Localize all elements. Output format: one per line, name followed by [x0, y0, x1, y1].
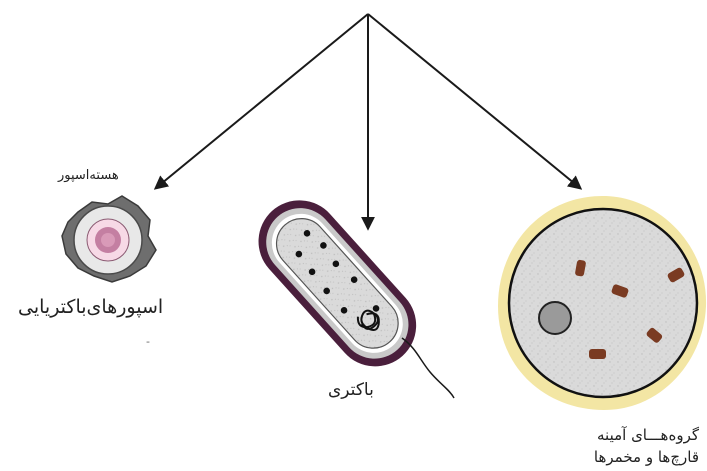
groups-label-line2: قارچ‌ها و مخمرها [594, 448, 699, 466]
bacterial-spore-illustration [62, 196, 156, 282]
arrows [156, 14, 580, 228]
groups-label-line1: گروه‌هـــای آمینه [597, 426, 699, 444]
bacteria-label: باکتری [328, 380, 374, 400]
cell-body [509, 209, 697, 397]
bacterium-illustration [242, 183, 433, 383]
arrow-to-spores [156, 14, 368, 188]
cell-nucleus [539, 302, 571, 334]
fungal-cell-illustration [498, 196, 706, 410]
dash-mark: - [146, 335, 150, 348]
arrow-to-fungi [368, 14, 580, 188]
spore-core-glow [101, 233, 115, 247]
spore-core-label: هسته‌اسپور [58, 168, 119, 183]
bacterial-spores-label: اسپورهای‌باکتریایی [18, 296, 163, 318]
